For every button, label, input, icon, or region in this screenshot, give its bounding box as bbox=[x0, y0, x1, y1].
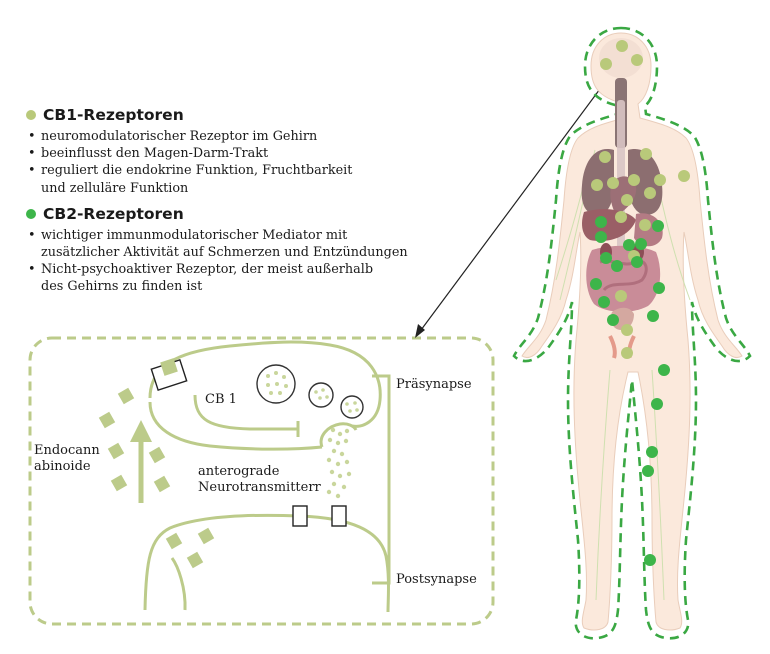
neurotransmitter-label: anterograde Neurotransmitterr bbox=[198, 464, 321, 495]
cb1-ligand bbox=[160, 358, 178, 376]
cb1-label: CB 1 bbox=[205, 392, 237, 407]
praesynapse-bracket bbox=[372, 374, 391, 497]
postsynapse-label: Postsynapse bbox=[396, 572, 477, 587]
vesicle-small bbox=[340, 395, 364, 419]
cb1-legend-dot bbox=[26, 110, 36, 120]
postsynapse-membrane bbox=[143, 513, 390, 613]
neurotransmitter-release bbox=[326, 427, 352, 499]
cb2-legend-title: CB2-Rezeptoren bbox=[26, 205, 456, 223]
pointer-arrowhead bbox=[415, 324, 425, 338]
cb1-inhibition-path bbox=[193, 394, 298, 431]
vesicle-medium bbox=[308, 382, 334, 408]
cb1-title-text: CB1-Rezeptoren bbox=[43, 106, 184, 124]
vesicle-contents bbox=[266, 371, 359, 413]
presynapse-lower-membrane bbox=[148, 401, 323, 451]
cb1-list: neuromodulatorischer Rezeptor im Gehirn … bbox=[26, 128, 456, 197]
human-body bbox=[512, 26, 752, 640]
endocannabinoide-label: Endocann abinoide bbox=[34, 443, 100, 474]
praesynapse-label: Präsynapse bbox=[396, 377, 472, 392]
cb1-legend-title: CB1-Rezeptoren bbox=[26, 106, 456, 124]
cb2-legend-dot bbox=[26, 208, 36, 219]
synapse-diagram bbox=[28, 336, 495, 626]
endocannabinoid-molecules bbox=[98, 387, 215, 569]
cb1-item: beeinflusst den Magen-Darm-Trakt bbox=[26, 145, 456, 162]
synapse-frame bbox=[28, 336, 495, 626]
cb1-item: neuromodulatorischer Rezeptor im Gehirn bbox=[26, 128, 456, 145]
cb1-item: reguliert die endokrine Funktion, Frucht… bbox=[26, 162, 456, 196]
cb1-receptor-markers bbox=[591, 40, 690, 359]
cb2-title-text: CB2-Rezeptoren bbox=[43, 204, 184, 223]
cb2-list: wichtiger immunmodulatorischer Mediator … bbox=[26, 227, 456, 296]
retrograde-arrowhead bbox=[130, 420, 152, 442]
receptor-legend: CB1-Rezeptoren neuromodulatorischer Reze… bbox=[26, 106, 456, 304]
cb2-item: wichtiger immunmodulatorischer Mediator … bbox=[26, 227, 456, 261]
body-outline bbox=[512, 26, 752, 640]
cb2-receptor-markers bbox=[590, 216, 670, 566]
postsynapse-receptor-1 bbox=[292, 505, 308, 527]
presynapse-membrane bbox=[148, 340, 382, 428]
presynapse-terminal bbox=[319, 422, 358, 448]
postsynapse-receptor-2 bbox=[331, 505, 347, 527]
cb2-item: Nicht-psychoaktiver Rezeptor, der meist … bbox=[26, 261, 456, 295]
postsynapse-bracket bbox=[372, 497, 391, 585]
right-lung bbox=[628, 149, 663, 215]
postsynapse-inner bbox=[170, 557, 187, 611]
